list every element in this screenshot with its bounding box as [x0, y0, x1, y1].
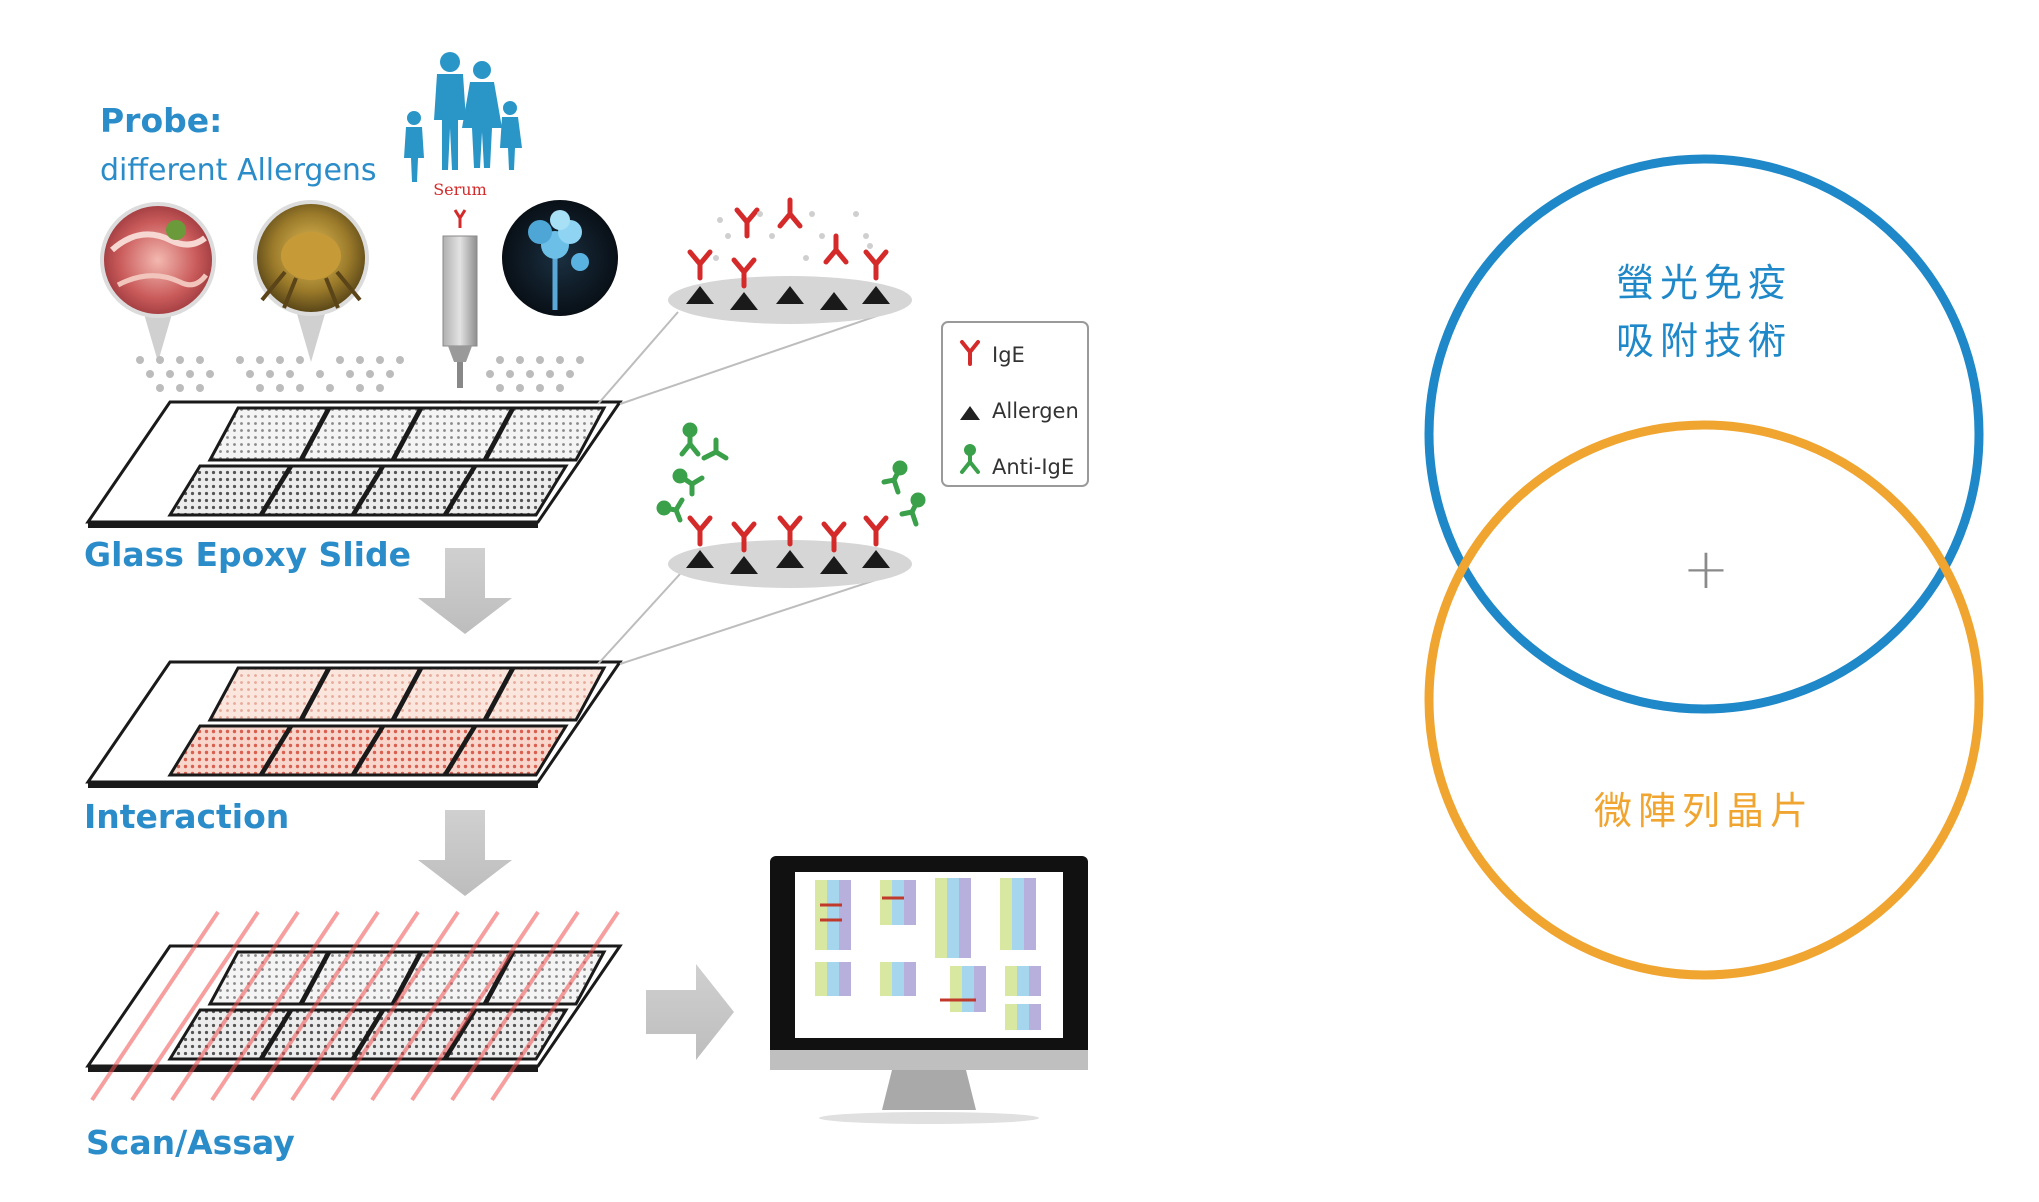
- venn-circle-bottom: [1424, 420, 1984, 980]
- serum-label: Serum: [433, 180, 487, 199]
- anti-ige-icon: [960, 444, 980, 474]
- stage-label-glass-epoxy-slide: Glass Epoxy Slide: [84, 535, 411, 574]
- ige-binding-zoom: [668, 197, 912, 324]
- mold-allergen-image: [502, 200, 618, 316]
- dust-mite-allergen-image: [253, 200, 369, 362]
- venn-bottom-line-1: 微陣列晶片: [1594, 789, 1814, 833]
- glass-epoxy-slide: [85, 400, 623, 528]
- zoom-connector-lines: [597, 307, 901, 665]
- venn-top-line-2: 吸附技術: [1616, 319, 1792, 363]
- meat-allergen-image: [100, 202, 216, 362]
- ige-antibody-icon: [960, 340, 980, 366]
- venn-circle-top: [1424, 154, 1984, 714]
- anti-ige-binding-zoom: [656, 422, 926, 588]
- legend-label-ige: IgE: [992, 343, 1025, 367]
- legend-label-anti-ige: Anti-IgE: [992, 455, 1074, 479]
- stage-label-scan-assay: Scan/Assay: [86, 1123, 295, 1162]
- family-silhouette-icon: [404, 52, 522, 182]
- venn-diagram: 螢光免疫 吸附技術 + 微陣列晶片: [1424, 154, 1984, 980]
- down-arrow-2: [418, 810, 512, 896]
- scanner-laser-lines: [90, 910, 620, 1102]
- interaction-slide: [85, 660, 623, 788]
- probe-title: Probe:: [100, 101, 222, 140]
- venn-center-plus: +: [1683, 537, 1730, 602]
- probe-spray-dots: [136, 356, 584, 392]
- report-thumbnail: [815, 878, 1041, 1030]
- stage-label-interaction: Interaction: [84, 797, 289, 836]
- probe-subtitle: different Allergens: [100, 153, 377, 188]
- down-arrow-1: [418, 548, 512, 634]
- serum-syringe-icon: [442, 209, 478, 432]
- result-monitor-icon: [770, 856, 1088, 1124]
- legend-label-allergen: Allergen: [992, 399, 1079, 423]
- venn-top-line-1: 螢光免疫: [1616, 261, 1792, 305]
- allergen-triangle-icon: [960, 406, 980, 420]
- right-arrow: [646, 964, 734, 1060]
- legend: IgE Allergen Anti-IgE: [941, 321, 1089, 487]
